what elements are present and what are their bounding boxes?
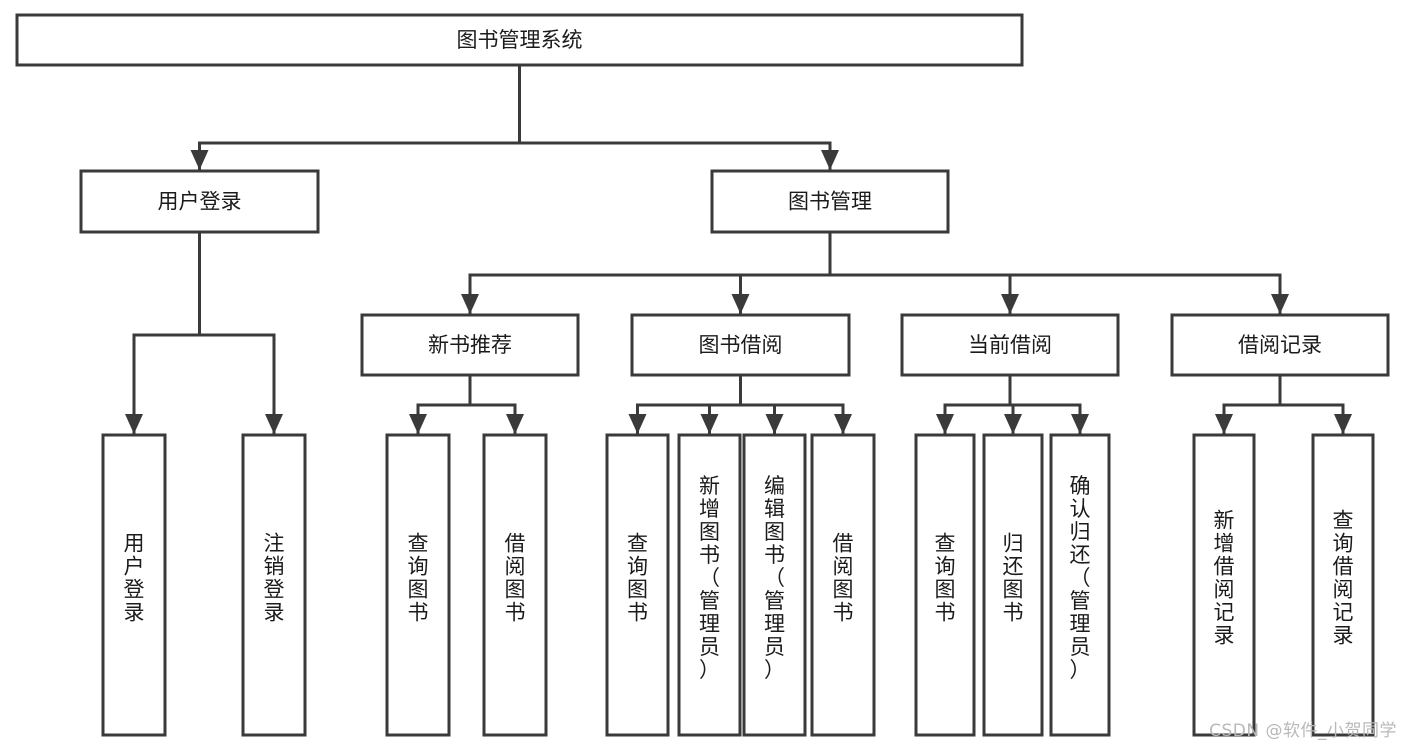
node-borrow-record[interactable]: 借阅记录 <box>1170 313 1390 377</box>
node-leaf-query-book-1-label: 查询图书 <box>408 532 429 625</box>
arrow-down-icon-book-borrow-3 <box>834 414 852 434</box>
arrow-down-icon-book-borrow-2 <box>765 414 784 434</box>
node-leaf-edit-book-admin[interactable]: 编辑图书（管理员） <box>742 433 807 737</box>
node-root-root-label: 图书管理系统 <box>457 28 583 52</box>
node-leaf-return-book[interactable]: 归还图书 <box>982 433 1044 737</box>
arrow-down-icon-bm-3 <box>1271 294 1289 314</box>
node-leaf-return-book-label: 归还图书 <box>1003 532 1024 625</box>
arrow-down-icon-borrow-record-0 <box>1215 414 1233 434</box>
node-book-manage-box[interactable] <box>710 169 950 234</box>
node-layer: 图书管理系统用户登录图书管理新书推荐图书借阅当前借阅借阅记录用户登录注销登录查询… <box>15 13 1390 737</box>
node-leaf-borrow-book-1-box[interactable] <box>482 433 548 737</box>
arrow-down-icon-new-book-recommend-1 <box>506 414 524 434</box>
node-leaf-confirm-return-admin[interactable]: 确认归还（管理员） <box>1049 433 1111 737</box>
connector-layer <box>125 63 1352 435</box>
node-leaf-return-book-box[interactable] <box>982 433 1044 737</box>
node-current-borrow-box[interactable] <box>900 313 1120 377</box>
node-leaf-query-book-1[interactable]: 查询图书 <box>385 433 451 737</box>
node-leaf-query-book-1-box[interactable] <box>385 433 451 737</box>
node-borrow-record-box[interactable] <box>1170 313 1390 377</box>
node-leaf-add-borrow-record-box[interactable] <box>1192 433 1256 737</box>
node-book-borrow-label: 图书借阅 <box>699 333 783 357</box>
node-leaf-logout[interactable]: 注销登录 <box>241 433 307 737</box>
node-leaf-add-borrow-record[interactable]: 新增借阅记录 <box>1192 433 1256 737</box>
node-leaf-query-book-2-box[interactable] <box>605 433 670 737</box>
node-leaf-add-book-admin-box[interactable] <box>677 433 742 737</box>
node-book-manage-label: 图书管理 <box>788 190 872 214</box>
node-leaf-add-book-admin[interactable]: 新增图书（管理员） <box>677 433 742 737</box>
arrow-down-icon-bm-1 <box>731 294 750 314</box>
arrow-down-icon-current-borrow-2 <box>1071 414 1089 434</box>
arrow-down-icon-current-borrow-1 <box>1004 414 1022 434</box>
node-borrow-record-label: 借阅记录 <box>1238 333 1322 357</box>
node-leaf-user-login-box[interactable] <box>101 433 167 737</box>
arrow-down-icon-book-borrow-1 <box>700 414 719 434</box>
node-root-root-box[interactable] <box>15 13 1024 67</box>
arrow-down-icon-user-login-1 <box>265 414 283 434</box>
node-book-manage[interactable]: 图书管理 <box>710 169 950 234</box>
node-leaf-logout-box[interactable] <box>241 433 307 737</box>
node-leaf-query-book-3[interactable]: 查询图书 <box>914 433 976 737</box>
node-leaf-query-borrow-record[interactable]: 查询借阅记录 <box>1311 433 1375 737</box>
node-leaf-query-book-2-label: 查询图书 <box>627 532 648 625</box>
node-leaf-query-book-3-label: 查询图书 <box>935 532 956 625</box>
arrow-down-icon-current-borrow-0 <box>936 414 954 434</box>
node-leaf-add-book-admin-label: 新增图书（管理员） <box>699 474 720 682</box>
node-new-book-recommend[interactable]: 新书推荐 <box>360 313 580 377</box>
node-leaf-user-login[interactable]: 用户登录 <box>101 433 167 737</box>
node-book-borrow-box[interactable] <box>630 313 851 377</box>
node-leaf-query-book-3-box[interactable] <box>914 433 976 737</box>
arrow-down-icon-borrow-record-1 <box>1334 414 1352 434</box>
node-leaf-confirm-return-admin-box[interactable] <box>1049 433 1111 737</box>
node-leaf-borrow-book-2-box[interactable] <box>810 433 876 737</box>
node-leaf-borrow-book-1-label: 借阅图书 <box>505 532 526 625</box>
node-leaf-confirm-return-admin-label: 确认归还（管理员） <box>1070 474 1091 682</box>
node-leaf-borrow-book-2-label: 借阅图书 <box>833 532 854 625</box>
node-leaf-borrow-book-1[interactable]: 借阅图书 <box>482 433 548 737</box>
node-new-book-recommend-label: 新书推荐 <box>428 333 512 357</box>
arrow-down-icon-book-borrow-0 <box>628 414 647 434</box>
node-current-borrow[interactable]: 当前借阅 <box>900 313 1120 377</box>
arrow-down-icon-bm-0 <box>461 294 479 314</box>
arrow-down-icon-root-1 <box>821 150 839 170</box>
node-book-borrow[interactable]: 图书借阅 <box>630 313 851 377</box>
node-leaf-edit-book-admin-box[interactable] <box>742 433 807 737</box>
node-leaf-query-borrow-record-label: 查询借阅记录 <box>1333 509 1354 648</box>
arrow-down-icon-new-book-recommend-0 <box>409 414 427 434</box>
arrow-down-icon-root-0 <box>190 150 209 170</box>
node-leaf-query-book-2[interactable]: 查询图书 <box>605 433 670 737</box>
node-leaf-query-borrow-record-box[interactable] <box>1311 433 1375 737</box>
node-current-borrow-label: 当前借阅 <box>968 333 1052 357</box>
node-user-login-box[interactable] <box>79 169 320 234</box>
node-leaf-logout-label: 注销登录 <box>264 532 285 625</box>
arrow-down-icon-user-login-0 <box>125 414 143 434</box>
node-leaf-borrow-book-2[interactable]: 借阅图书 <box>810 433 876 737</box>
node-leaf-add-borrow-record-label: 新增借阅记录 <box>1214 509 1235 648</box>
node-leaf-user-login-label: 用户登录 <box>124 532 145 625</box>
node-leaf-edit-book-admin-label: 编辑图书（管理员） <box>764 474 785 682</box>
arrow-down-icon-bm-2 <box>1001 294 1019 314</box>
node-user-login-label: 用户登录 <box>158 190 242 214</box>
node-user-login[interactable]: 用户登录 <box>79 169 320 234</box>
node-new-book-recommend-box[interactable] <box>360 313 580 377</box>
node-root-root[interactable]: 图书管理系统 <box>15 13 1024 67</box>
